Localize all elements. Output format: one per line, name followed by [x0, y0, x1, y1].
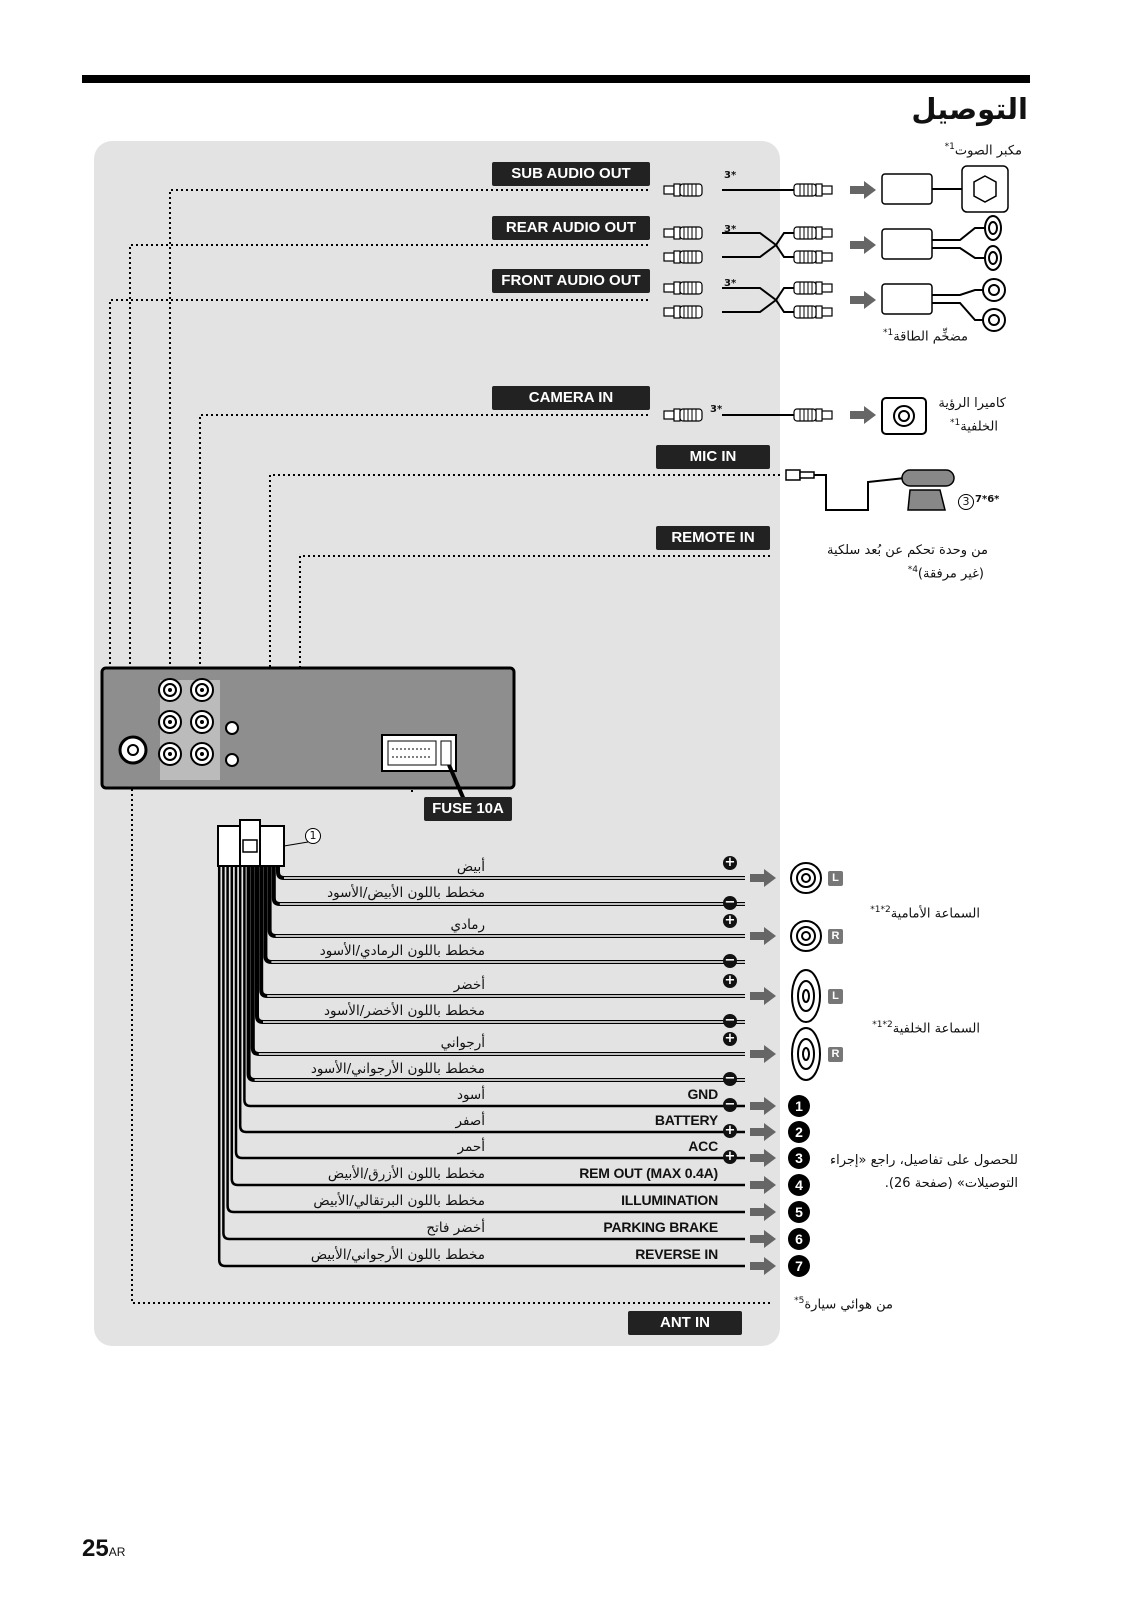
speaker-icons-small: [982, 215, 1006, 332]
harness-circled-number: 1: [305, 828, 321, 844]
head-unit-rear: [100, 666, 516, 790]
rca-note-camera: 3*: [710, 404, 723, 415]
sub-audio-out-label: SUB AUDIO OUT: [492, 162, 650, 186]
mic-circled-number: 3: [958, 494, 974, 510]
mic-note: 7*6*: [975, 494, 1000, 505]
wire-color-label: مخطط باللون الأخضر/الأسود: [323, 1003, 485, 1019]
speaker-tag-rear-l: L: [828, 989, 843, 1004]
microphone-icon: [785, 469, 955, 511]
front-speaker-note: السماعة الأمامية2*1*: [870, 905, 980, 922]
plus-terminal-icon: +: [723, 913, 737, 928]
ant-in-label: ANT IN: [628, 1311, 742, 1335]
harness-wire: [259, 866, 745, 998]
harness-wire: [230, 866, 745, 1187]
terminal-number-1: 1: [788, 1095, 810, 1117]
wire-harness: [217, 819, 309, 867]
plus-terminal-icon: +: [723, 1031, 737, 1046]
harness-wire: [263, 866, 745, 964]
remote-note-2: (غير مرفقة)4*: [907, 565, 984, 582]
harness-wire: [267, 866, 745, 938]
wire-color-label: مخطط باللون البرتقالي/الأبيض: [313, 1193, 485, 1209]
harness-wire: [246, 866, 745, 1082]
wire-color-label: أخضر فاتح: [426, 1220, 485, 1236]
minus-terminal-icon: −: [723, 895, 737, 910]
minus-terminal-icon: −: [723, 1071, 737, 1086]
terminal-number-2: 2: [788, 1121, 810, 1143]
rear-audio-out-label: REAR AUDIO OUT: [492, 216, 650, 240]
amplifier-note: مكبر الصوت1*: [944, 142, 1022, 159]
power-amp-note: مضخِّم الطاقة1*: [882, 328, 968, 345]
remote-in-label: REMOTE IN: [656, 526, 770, 550]
harness-wire: [276, 866, 745, 880]
page-number: 25AR: [82, 1535, 126, 1562]
camera-in-label: CAMERA IN: [492, 386, 650, 410]
wire-color-label: أرجواني: [440, 1035, 485, 1051]
speaker-tag-rear-r: R: [828, 1047, 843, 1062]
plus-terminal-icon: +: [723, 973, 737, 988]
door-speakers: [790, 862, 822, 1081]
harness-wire: [238, 866, 745, 1134]
wire-function-label: PARKING BRAKE: [603, 1219, 718, 1235]
wire-color-label: مخطط باللون الأبيض/الأسود: [327, 885, 485, 901]
details-note-1: للحصول على تفاصيل، راجع «إجراء: [829, 1153, 1018, 1168]
plus-terminal-icon: +: [723, 1123, 737, 1138]
minus-terminal-icon: −: [723, 1097, 737, 1112]
harness-wire: [222, 866, 745, 1241]
top-rule: [82, 75, 1030, 83]
wire-function-label: REVERSE IN: [635, 1246, 718, 1262]
minus-terminal-icon: −: [723, 953, 737, 968]
page-title: التوصيل: [911, 92, 1028, 126]
wire-color-label: مخطط باللون الأرجواني/الأسود: [310, 1061, 485, 1077]
wire-color-label: أحمر: [457, 1139, 485, 1155]
antenna-note: من هوائي سيارة5*: [794, 1296, 893, 1313]
terminal-number-7: 7: [788, 1255, 810, 1277]
harness-wire: [234, 866, 745, 1160]
wire-function-label: REM OUT (MAX 0.4A): [579, 1165, 718, 1181]
wire-color-label: أصفر: [455, 1113, 486, 1129]
camera-note-2: الخلفية1*: [950, 418, 998, 435]
rca-note-front: 3*: [724, 278, 737, 289]
wire-color-label: أخضر: [453, 977, 485, 993]
plus-terminal-icon: +: [723, 855, 737, 870]
rca-note-sub: 3*: [724, 170, 737, 181]
terminal-number-3: 3: [788, 1147, 810, 1169]
minus-terminal-icon: −: [723, 1013, 737, 1028]
harness-wire: [255, 866, 745, 1024]
wire-function-label: BATTERY: [654, 1112, 718, 1128]
amplifier-icons: [881, 165, 1009, 315]
wire-color-label: رمادي: [450, 917, 485, 933]
terminal-number-5: 5: [788, 1201, 810, 1223]
wire-function-label: ILLUMINATION: [621, 1192, 718, 1208]
plus-terminal-icon: +: [723, 1149, 737, 1164]
harness-wire: [271, 866, 745, 906]
harness-wire: [226, 866, 745, 1214]
front-audio-out-label: FRONT AUDIO OUT: [492, 269, 650, 293]
details-note-2: التوصيلات» (صفحة 26).: [884, 1176, 1018, 1191]
remote-note-1: من وحدة تحكم عن بُعد سلكية: [827, 543, 988, 558]
terminal-number-4: 4: [788, 1174, 810, 1196]
harness-wire: [217, 866, 745, 1268]
wire-color-label: أسود: [456, 1087, 485, 1103]
fuse-label: FUSE 10A: [424, 797, 512, 821]
wire-color-label: مخطط باللون الأرجواني/الأبيض: [310, 1247, 485, 1263]
rca-note-rear: 3*: [724, 224, 737, 235]
mic-in-label: MIC IN: [656, 445, 770, 469]
camera-icon: [881, 397, 927, 435]
wire-color-label: مخطط باللون الأزرق/الأبيض: [327, 1166, 485, 1182]
speaker-tag-front-r: R: [828, 929, 843, 944]
camera-note-1: كاميرا الرؤية: [938, 396, 1006, 411]
wire-function-label: GND: [687, 1086, 718, 1102]
wire-color-label: مخطط باللون الرمادي/الأسود: [319, 943, 485, 959]
wire-color-label: أبيض: [456, 859, 485, 875]
harness-wire: [250, 866, 745, 1056]
wire-function-label: ACC: [688, 1138, 718, 1154]
terminal-number-6: 6: [788, 1228, 810, 1250]
harness-wire: [243, 866, 745, 1108]
speaker-tag-front-l: L: [828, 871, 843, 886]
rear-speaker-note: السماعة الخلفية2*1*: [872, 1020, 980, 1037]
